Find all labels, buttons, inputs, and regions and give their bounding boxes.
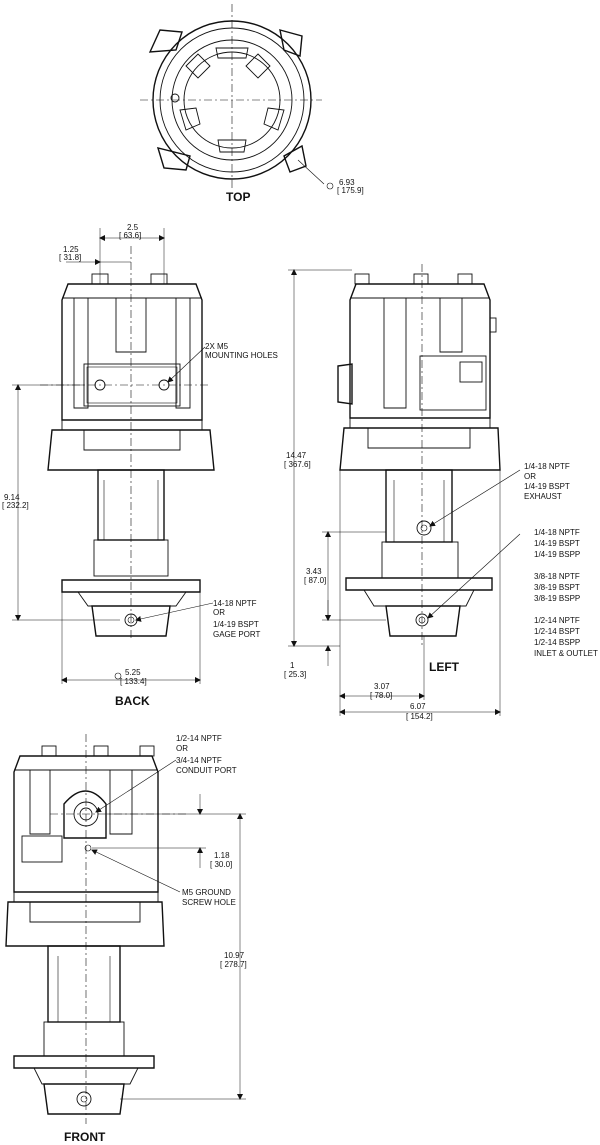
top-diameter-in: 6.93	[339, 178, 355, 187]
callout-exhaust-line4: EXHAUST	[524, 492, 562, 501]
back-height-9-14-in: 9.14	[4, 493, 20, 502]
callout-inlet-a-line2: 1/4-19 BSPT	[534, 539, 580, 548]
callout-gage-line2: OR	[213, 608, 225, 617]
back-diameter-5-25-mm: [ 133.4]	[120, 677, 147, 686]
back-diameter-5-25-in: 5.25	[125, 668, 141, 677]
callout-gage-line1: 14-18 NPTF	[213, 599, 257, 608]
callout-inlet-c-line1: 1/2-14 NPTF	[534, 616, 580, 625]
front-height-1-18-in: 1.18	[214, 851, 230, 860]
back-offset-1-25-in: 1.25	[63, 245, 79, 254]
top-diameter-mm: [ 175.9]	[337, 186, 364, 195]
left-height-1-in: 1	[290, 661, 295, 670]
front-view: 1.18 [ 30.0] 10.97 [ 278.7] 1/2-14 NPTF …	[5, 734, 247, 1144]
left-height-14-47-mm: [ 367.6]	[284, 460, 311, 469]
callout-ground-line1: M5 GROUND	[182, 888, 231, 897]
top-view: 6.93 [ 175.9] TOP	[140, 4, 364, 204]
callout-conduit-line2: OR	[176, 744, 188, 753]
view-label-left: LEFT	[429, 660, 460, 674]
callout-exhaust-line1: 1/4-18 NPTF	[524, 462, 570, 471]
back-width-2-5-in: 2.5	[127, 223, 139, 232]
callout-inlet-c-line2: 1/2-14 BSPT	[534, 627, 580, 636]
callout-conduit-line1: 1/2-14 NPTF	[176, 734, 222, 743]
callout-gage-line3: 1/4-19 BSPT	[213, 620, 259, 629]
callout-inlet-b-line3: 3/8-19 BSPP	[534, 594, 580, 603]
left-width-3-07-mm: [ 78.0]	[370, 691, 392, 700]
view-label-back: BACK	[115, 694, 150, 708]
front-height-1-18-mm: [ 30.0]	[210, 860, 232, 869]
callout-inlet-b-line2: 3/8-19 BSPT	[534, 583, 580, 592]
view-label-top: TOP	[226, 190, 250, 204]
callout-conduit-line3: 3/4-14 NPTF	[176, 756, 222, 765]
callout-inlet-b-line1: 3/8-18 NPTF	[534, 572, 580, 581]
callout-inlet-a-line3: 1/4-19 BSPP	[534, 550, 580, 559]
callout-conduit-line4: CONDUIT PORT	[176, 766, 237, 775]
callout-ground-line2: SCREW HOLE	[182, 898, 236, 907]
left-width-6-07-in: 6.07	[410, 702, 426, 711]
back-height-9-14-mm: [ 232.2]	[2, 501, 29, 510]
front-height-10-97-in: 10.97	[224, 951, 245, 960]
left-height-1-mm: [ 25.3]	[284, 670, 306, 679]
callout-mounting-line2: MOUNTING HOLES	[205, 351, 278, 360]
callout-mounting-line1: 2X M5	[205, 342, 229, 351]
view-label-front: FRONT	[64, 1130, 106, 1144]
left-height-3-43-in: 3.43	[306, 567, 322, 576]
left-view-housing	[337, 273, 501, 637]
back-offset-1-25-mm: [ 31.8]	[59, 253, 81, 262]
callout-exhaust-line3: 1/4-19 BSPT	[524, 482, 570, 491]
back-width-2-5-mm: [ 63.6]	[119, 231, 141, 240]
callout-inlet-c-line3: 1/2-14 BSPP	[534, 638, 580, 647]
front-view-housing	[5, 745, 165, 1115]
left-view: 14.47 [ 367.6] 3.43 [ 87.0] 1 [ 25.3] 3.…	[284, 264, 598, 721]
front-height-10-97-mm: [ 278.7]	[220, 960, 247, 969]
callout-inlet-a-line1: 1/4-18 NPTF	[534, 528, 580, 537]
left-height-14-47-in: 14.47	[286, 451, 307, 460]
callout-inlet-c-line4: INLET & OUTLET	[534, 649, 598, 658]
left-height-3-43-mm: [ 87.0]	[304, 576, 326, 585]
callout-gage-line4: GAGE PORT	[213, 630, 261, 639]
left-width-3-07-in: 3.07	[374, 682, 390, 691]
callout-exhaust-line2: OR	[524, 472, 536, 481]
left-width-6-07-mm: [ 154.2]	[406, 712, 433, 721]
back-view: 2.5 [ 63.6] 1.25 [ 31.8] 9.14 [ 232.2] 5…	[2, 223, 278, 708]
